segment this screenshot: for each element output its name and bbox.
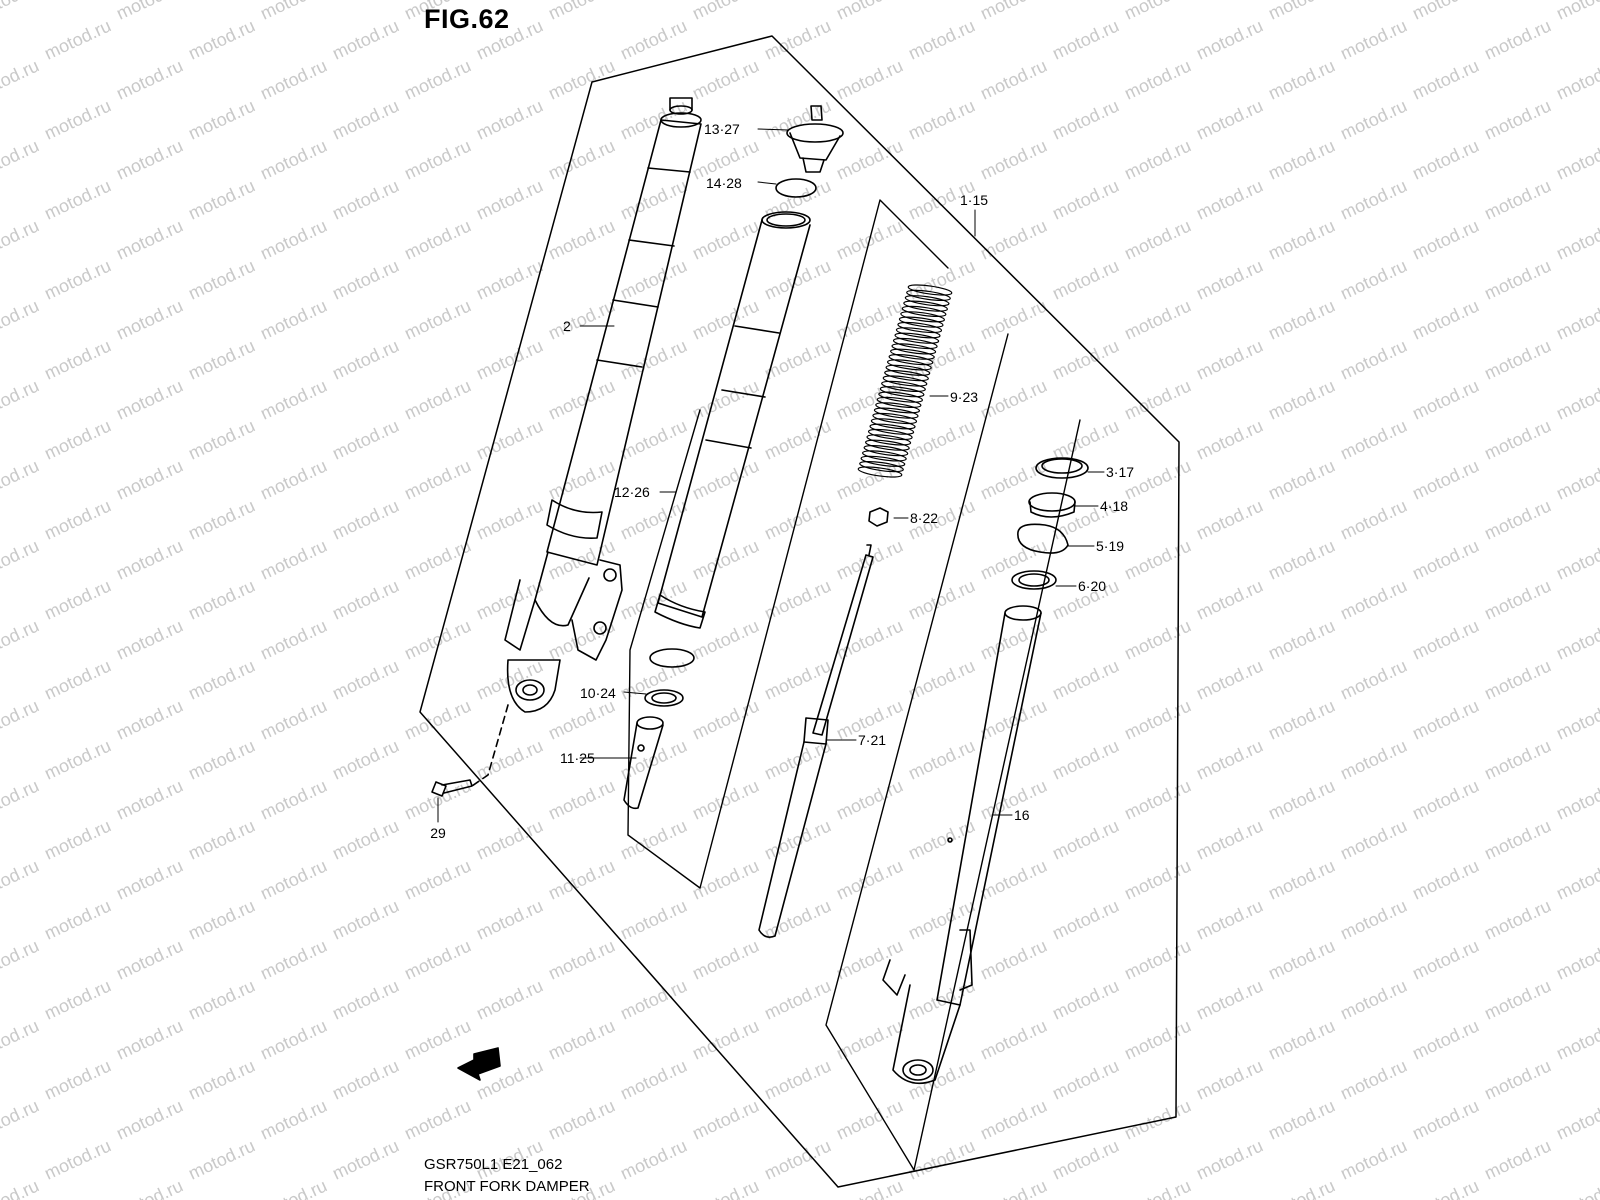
spring-coil xyxy=(866,434,912,446)
spring-coil xyxy=(865,439,910,451)
fork-spring-part-9 xyxy=(857,284,953,478)
callout-label: 2 xyxy=(563,318,571,334)
spring-coil xyxy=(885,364,931,376)
spring-coil xyxy=(903,300,948,312)
spring-coil xyxy=(900,311,945,323)
figure-name: FRONT FORK DAMPER xyxy=(424,1178,590,1195)
spring-coil xyxy=(872,412,918,425)
callout-label: 9·23 xyxy=(950,389,978,405)
oil-seal-retainer-part-5 xyxy=(1017,523,1069,554)
spring-coil xyxy=(869,423,915,435)
spring-coil xyxy=(860,455,906,467)
callout-label: 13·27 xyxy=(704,121,740,137)
o-ring-part-14 xyxy=(775,178,817,198)
spring-coil xyxy=(897,321,943,334)
damper-rod-part-7 xyxy=(758,544,874,938)
fork-outer-tube-part-16 xyxy=(882,605,1042,1085)
spring-coil xyxy=(859,460,904,473)
spring-coil xyxy=(867,428,913,441)
fork-inner-tube-part-2 xyxy=(504,97,702,713)
spring-coil xyxy=(904,295,950,307)
callout-label: 7·21 xyxy=(858,732,886,748)
spring-coil xyxy=(863,444,909,457)
spring-coil xyxy=(876,396,922,409)
bolt-part-29 xyxy=(431,779,473,797)
spring-coil xyxy=(895,327,941,339)
spring-coil xyxy=(884,369,929,382)
spring-coil xyxy=(878,391,923,403)
figure-code: GSR750L1 E21_062 xyxy=(424,1156,563,1173)
stopper-ring-part-3 xyxy=(1035,457,1089,479)
outer-tube-set-outline xyxy=(627,199,949,889)
leader-lines xyxy=(437,128,1105,823)
callout-label: 1·15 xyxy=(960,192,988,208)
callout-label: 8·22 xyxy=(910,510,938,526)
callout-labels: 13·27 14·28 1·15 2 9·23 3·17 4·18 8·22 5·19 6·20 1… xyxy=(430,121,1134,841)
callout-label: 29 xyxy=(430,825,446,841)
inner-tube-set-outline xyxy=(825,333,1081,1171)
washer-part-10 xyxy=(644,689,684,707)
callout-label: 10·24 xyxy=(580,685,616,701)
spring-coil xyxy=(882,375,928,387)
spring-coil xyxy=(901,305,947,318)
figure-title: FIG.62 xyxy=(424,4,510,34)
spring-coil xyxy=(890,348,935,360)
callout-label: 5·19 xyxy=(1096,538,1124,554)
callout-label: 12·26 xyxy=(614,484,650,500)
spring-coil xyxy=(879,386,925,398)
callout-label: 11·25 xyxy=(560,750,595,766)
spring-coil xyxy=(881,380,926,393)
seal-rings-group xyxy=(1011,457,1089,590)
callout-label: 3·17 xyxy=(1106,464,1134,480)
spring-coil xyxy=(870,418,916,430)
washer-part-6 xyxy=(1011,570,1057,590)
nut-part-8 xyxy=(868,507,889,527)
callout-label: 14·28 xyxy=(706,175,742,191)
spring-coil xyxy=(898,316,944,328)
assembly-outline xyxy=(419,35,1180,1188)
spring-coil xyxy=(891,343,937,355)
spring-coil xyxy=(907,284,953,296)
spring-coil xyxy=(857,466,903,478)
fork-outer-tube-part-12 xyxy=(654,211,811,629)
callout-label: 6·20 xyxy=(1078,578,1106,594)
spring-coil xyxy=(906,289,951,302)
spring-coil xyxy=(875,402,920,414)
oil-seal-part-4 xyxy=(1028,492,1076,512)
slide-bushing xyxy=(649,648,695,668)
forward-arrow-icon xyxy=(457,1047,501,1081)
callout-label: 16 xyxy=(1014,807,1030,823)
spring-coil xyxy=(862,450,907,462)
spring-coil xyxy=(892,337,938,350)
spring-coil xyxy=(887,359,932,371)
fork-cap-bolt-part-13 xyxy=(786,105,844,173)
spring-coil xyxy=(888,353,934,366)
spring-coil xyxy=(873,407,919,419)
callout-label: 4·18 xyxy=(1100,498,1128,514)
bolt-axis-line xyxy=(471,704,509,787)
spring-coil xyxy=(894,332,940,344)
spacer-part-11 xyxy=(623,716,664,810)
